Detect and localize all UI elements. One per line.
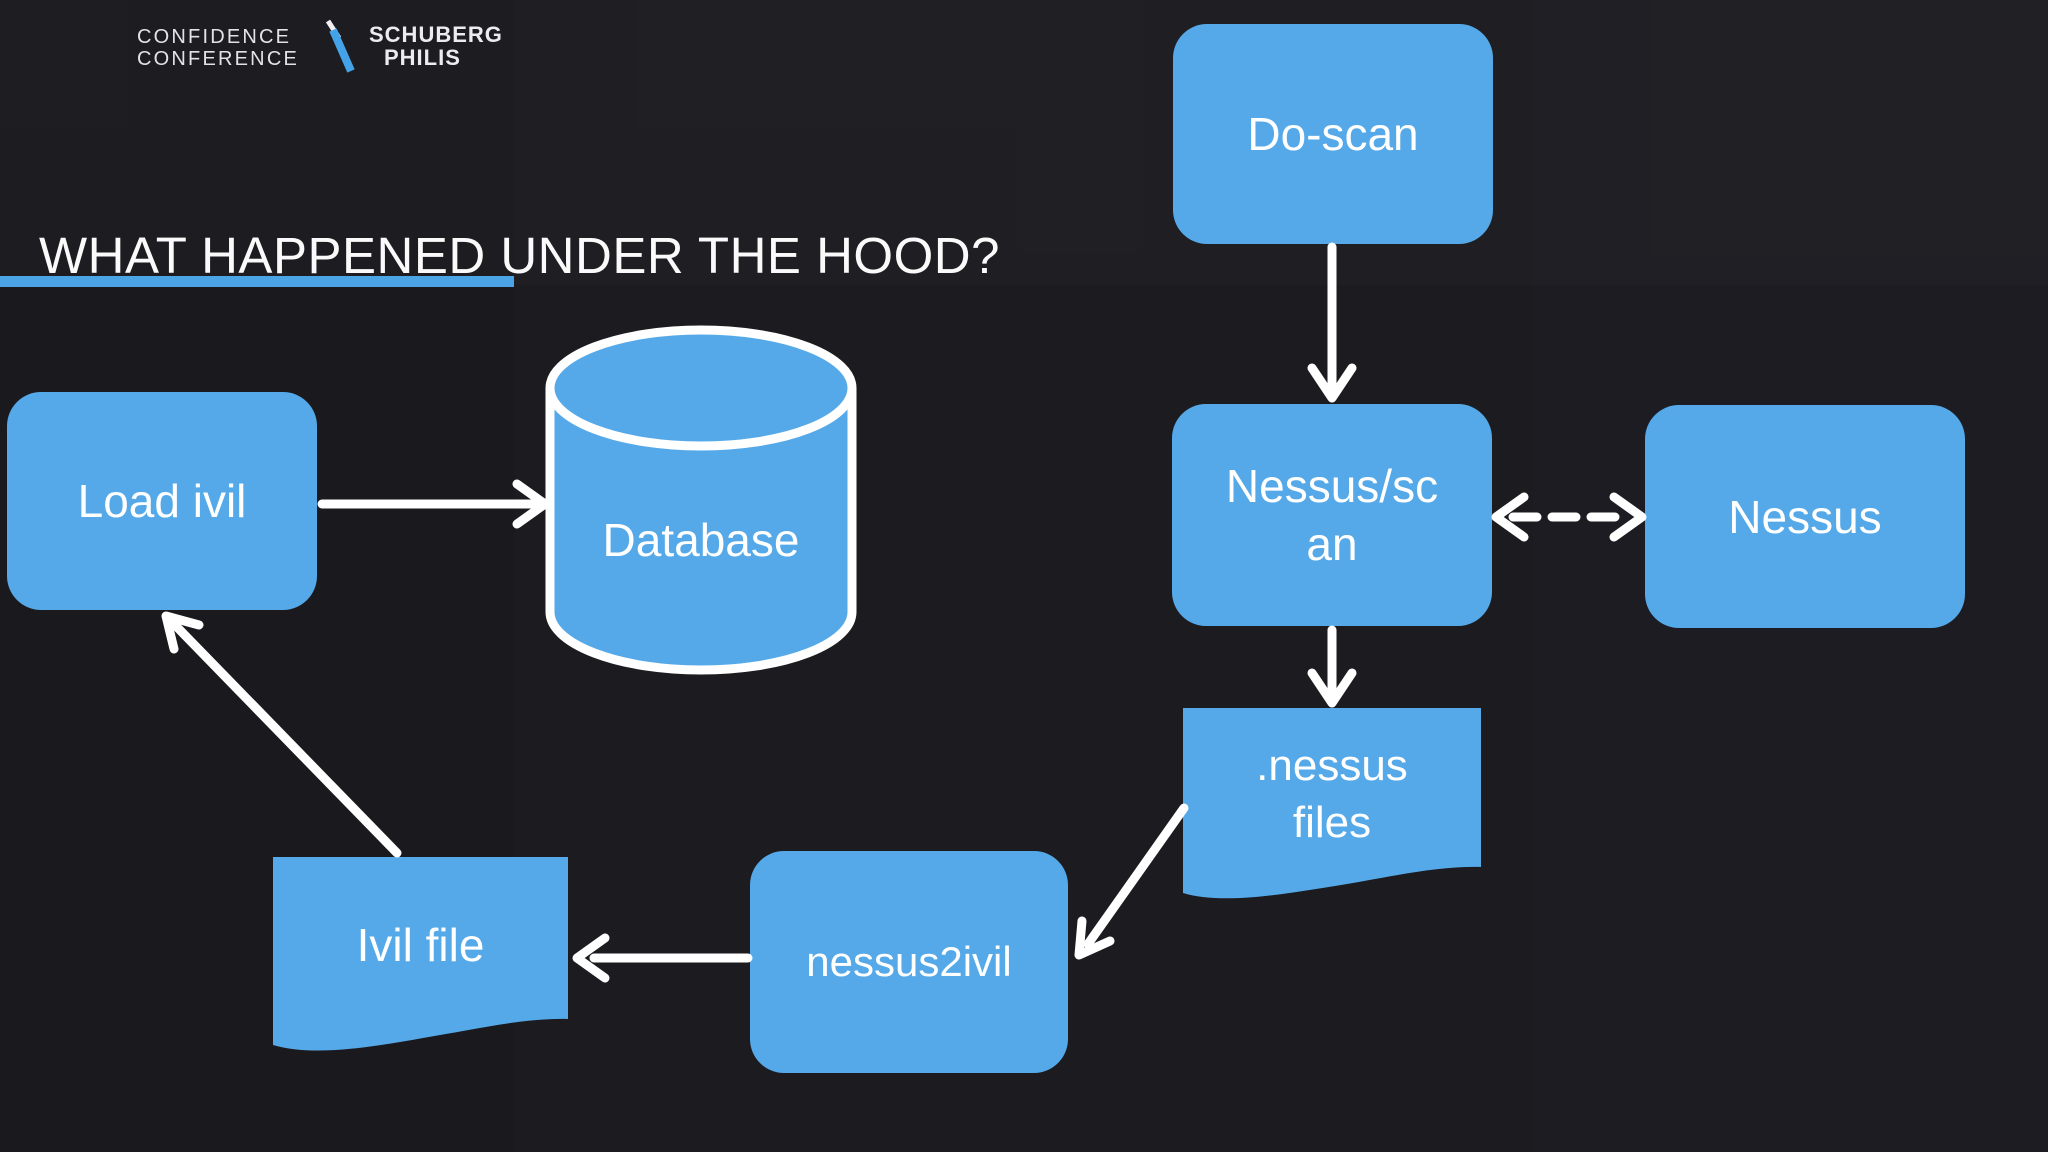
node-label: Do-scan [1247,108,1419,160]
conference-logo-line1: CONFIDENCE [137,26,292,48]
node-label-line1: .nessus [1256,741,1408,791]
database-cylinder-shape [545,325,857,675]
node-nessus: Nessus [1645,405,1965,628]
node-nessus2ivil: nessus2ivil [750,851,1068,1073]
node-ivil-file: Ivil file [273,857,568,1057]
node-do-scan: Do-scan [1173,24,1493,244]
node-nessus-files: .nessus files [1183,708,1481,904]
arrow-ivil-file-to-load-ivil [161,611,402,858]
node-label: nessus2ivil [806,938,1012,985]
node-database: Database [545,325,857,677]
node-label: Nessus [1728,490,1882,543]
arrow-load-ivil-to-database [317,479,550,529]
node-label: Load ivil [77,475,247,527]
node-label-line2: an [1306,518,1358,570]
schuberg-philis-slash-icon [325,19,355,73]
title-underline [0,276,514,287]
schuberg-philis-line2: PHILIS [384,45,461,70]
schuberg-philis-line1: SCHUBERG [369,22,503,47]
node-label-line1: Nessus/sc [1225,460,1439,512]
node-label: Database [602,513,800,566]
node-label: Nessus/sc an [1226,457,1438,573]
schuberg-philis-logo: SCHUBERG PHILIS [369,23,503,69]
node-label-line2: files [1292,798,1372,848]
node-load-ivil: Load ivil [7,392,317,610]
node-label: .nessus files [1183,720,1481,869]
conference-logo: CONFIDENCE CONFERENCE [137,26,299,70]
document-shape [273,857,568,1051]
node-nessus-scan: Nessus/sc an [1172,404,1492,626]
document-shape [1183,708,1481,899]
node-label: Ivil file [356,919,485,971]
page-title: WHAT HAPPENED UNDER THE HOOD? [39,227,1000,284]
conference-logo-line2: CONFERENCE [137,48,300,70]
